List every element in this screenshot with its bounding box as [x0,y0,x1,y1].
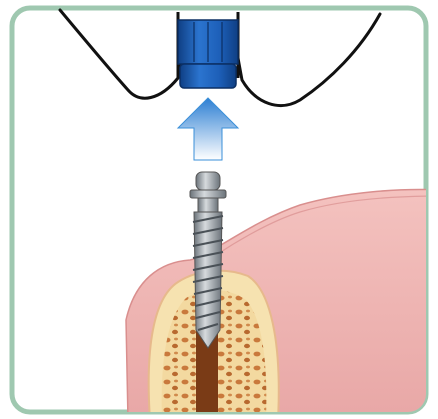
blue-cap [178,20,238,88]
mini-implant-screw [190,172,226,348]
